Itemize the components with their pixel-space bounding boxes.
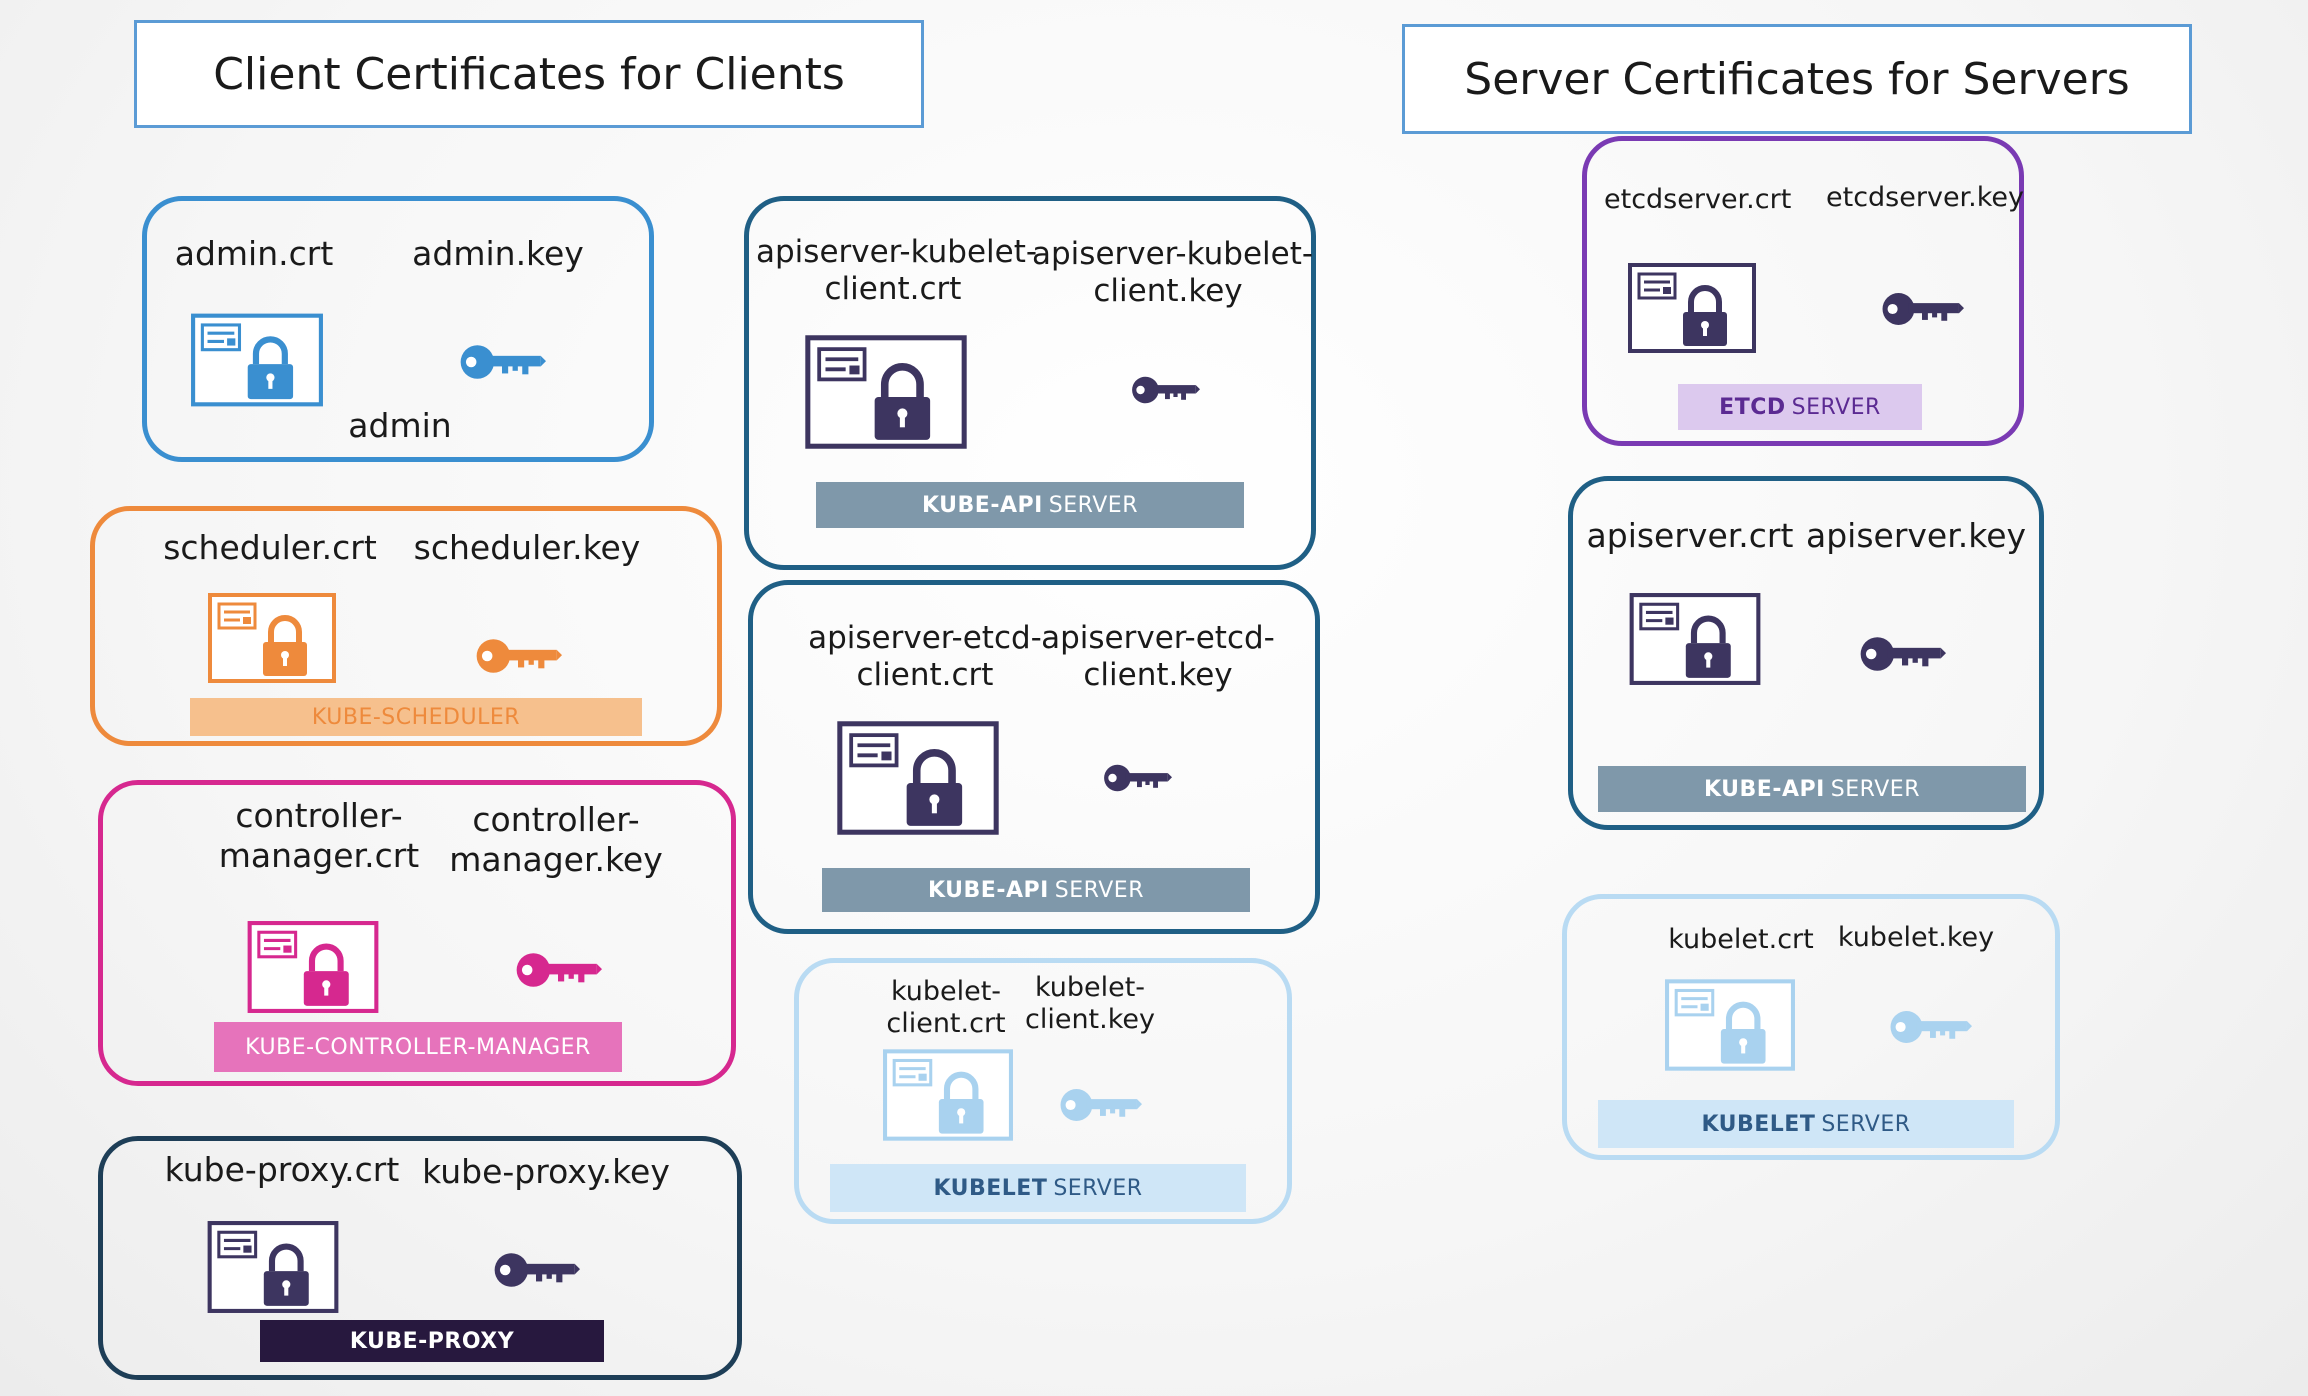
controller-crt-line2: manager.crt bbox=[218, 835, 420, 875]
kube-proxy-banner-text: KUBE-PROXY bbox=[349, 1328, 515, 1354]
controller-manager-key-icon bbox=[514, 948, 602, 992]
apiserver-etcd-key-line1: apiserver-etcd- bbox=[1041, 620, 1275, 656]
apiserver-etcd-client-crt-label: apiserver-etcd- client.crt bbox=[800, 620, 1050, 694]
kube-proxy-key-icon bbox=[492, 1248, 580, 1292]
client-certificates-title: Client Certificates for Clients bbox=[134, 20, 924, 128]
scheduler-key-label: scheduler.key bbox=[413, 528, 641, 567]
kubelet-client-key-line1: kubelet- bbox=[1034, 972, 1146, 1003]
controller-manager-certificate-icon bbox=[246, 920, 380, 1014]
kubelet-client-crt-label: kubelet- client.crt bbox=[880, 976, 1012, 1041]
kubelet-server-banner-rest: SERVER bbox=[1821, 1111, 1911, 1137]
kubelet-server-certificate-icon bbox=[1664, 978, 1796, 1072]
apiserver-kubelet-client-certificate-icon bbox=[804, 334, 968, 450]
kubelet-client-key-line2: client.key bbox=[1024, 1004, 1155, 1036]
apiserver-kubelet-key-line1: apiserver-kubelet- bbox=[1032, 236, 1314, 272]
admin-crt-label: admin.crt bbox=[174, 234, 334, 273]
apiserver-kubelet-client-group bbox=[744, 196, 1316, 570]
apiserver-etcd-client-group bbox=[748, 580, 1320, 934]
apiserver-server-banner-rest: SERVER bbox=[1830, 776, 1920, 802]
kubelet-server-key-icon bbox=[1886, 1006, 1974, 1048]
apiserver-etcd-crt-line1: apiserver-etcd- bbox=[808, 620, 1042, 656]
admin-name-label: admin bbox=[348, 406, 452, 445]
kube-controller-manager-banner: KUBE-CONTROLLER-MANAGER bbox=[214, 1022, 622, 1072]
apiserver-etcd-client-key-icon bbox=[1102, 760, 1172, 796]
scheduler-group bbox=[90, 506, 722, 746]
kubelet-server-key-label: kubelet.key bbox=[1837, 922, 1995, 953]
kubelet-server-banner-bold: KUBELET bbox=[1701, 1111, 1816, 1137]
kubelet-client-certificate-icon bbox=[882, 1048, 1014, 1142]
apiserver-server-group bbox=[1568, 476, 2044, 830]
apiserver-kubelet-client-crt-label: apiserver-kubelet- client.crt bbox=[756, 234, 1038, 308]
etcd-server-banner-rest: SERVER bbox=[1791, 394, 1881, 420]
kube-proxy-group bbox=[98, 1136, 742, 1380]
apiserver-etcd-crt-line2: client.crt bbox=[856, 657, 994, 694]
etcd-server-group bbox=[1582, 136, 2024, 446]
etcd-server-banner: ETCD SERVER bbox=[1678, 384, 1922, 430]
apiserver-server-kube-api-banner: KUBE-API SERVER bbox=[1598, 766, 2026, 812]
etcd-server-certificate-icon bbox=[1626, 262, 1758, 354]
etcd-server-key-label: etcdserver.key bbox=[1826, 182, 2025, 213]
controller-key-line1: controller- bbox=[472, 800, 640, 839]
controller-key-line2: manager.key bbox=[449, 839, 663, 879]
etcd-server-crt-label: etcdserver.crt bbox=[1604, 184, 1792, 215]
admin-group bbox=[142, 196, 654, 462]
apiserver-etcd-banner-rest: SERVER bbox=[1054, 877, 1144, 903]
apiserver-kubelet-client-key-icon bbox=[1130, 372, 1200, 408]
admin-key-icon bbox=[458, 340, 546, 384]
apiserver-server-certificate-icon bbox=[1628, 592, 1762, 686]
kubelet-server-crt-label: kubelet.crt bbox=[1668, 924, 1814, 955]
kube-proxy-key-label: kube-proxy.key bbox=[422, 1152, 670, 1191]
apiserver-etcd-key-line2: client.key bbox=[1083, 657, 1233, 694]
kube-proxy-banner: KUBE-PROXY bbox=[260, 1320, 604, 1362]
kube-scheduler-banner-text: KUBE-SCHEDULER bbox=[311, 704, 521, 730]
scheduler-crt-label: scheduler.crt bbox=[163, 528, 377, 567]
controller-manager-group bbox=[98, 780, 736, 1086]
admin-key-label: admin.key bbox=[412, 234, 584, 273]
kube-proxy-certificate-icon bbox=[206, 1220, 340, 1314]
apiserver-kubelet-banner-rest: SERVER bbox=[1048, 492, 1138, 518]
kubelet-client-banner-rest: SERVER bbox=[1053, 1175, 1143, 1201]
controller-manager-crt-label: controller- manager.crt bbox=[206, 796, 432, 875]
kubelet-server-banner: KUBELET SERVER bbox=[1598, 1100, 2014, 1148]
controller-manager-key-label: controller- manager.key bbox=[448, 800, 664, 879]
kubelet-client-crt-line1: kubelet- bbox=[890, 976, 1002, 1007]
kubelet-client-group bbox=[794, 958, 1292, 1224]
admin-certificate-icon bbox=[190, 312, 324, 408]
server-certificates-title: Server Certificates for Servers bbox=[1402, 24, 2192, 134]
apiserver-server-key-label: apiserver.key bbox=[1806, 516, 2027, 555]
kubelet-client-kubelet-banner: KUBELET SERVER bbox=[830, 1164, 1246, 1212]
etcd-server-banner-bold: ETCD bbox=[1719, 394, 1786, 420]
client-title-text: Client Certificates for Clients bbox=[213, 48, 845, 100]
kubelet-client-key-label: kubelet- client.key bbox=[1024, 972, 1156, 1037]
apiserver-kubelet-banner-bold: KUBE-API bbox=[922, 492, 1043, 518]
kubelet-client-banner-bold: KUBELET bbox=[933, 1175, 1048, 1201]
etcd-server-key-icon bbox=[1878, 288, 1966, 330]
apiserver-etcd-client-key-label: apiserver-etcd- client.key bbox=[1036, 620, 1280, 694]
kubelet-server-group bbox=[1562, 894, 2060, 1160]
apiserver-etcd-banner-bold: KUBE-API bbox=[928, 877, 1049, 903]
apiserver-kubelet-crt-line1: apiserver-kubelet- bbox=[756, 234, 1038, 270]
kube-proxy-crt-label: kube-proxy.crt bbox=[164, 1150, 400, 1189]
apiserver-server-banner-bold: KUBE-API bbox=[1704, 776, 1825, 802]
server-title-text: Server Certificates for Servers bbox=[1464, 53, 2130, 105]
controller-crt-line1: controller- bbox=[235, 796, 403, 835]
kubelet-client-crt-line2: client.crt bbox=[886, 1008, 1006, 1040]
apiserver-kubelet-kube-api-banner: KUBE-API SERVER bbox=[816, 482, 1244, 528]
kube-controller-manager-banner-text: KUBE-CONTROLLER-MANAGER bbox=[245, 1034, 591, 1060]
apiserver-etcd-client-certificate-icon bbox=[836, 720, 1000, 836]
apiserver-kubelet-crt-line2: client.crt bbox=[824, 271, 962, 308]
kube-scheduler-banner: KUBE-SCHEDULER bbox=[190, 698, 642, 736]
apiserver-kubelet-client-key-label: apiserver-kubelet- client.key bbox=[1032, 236, 1314, 310]
scheduler-key-icon bbox=[474, 634, 562, 678]
apiserver-kubelet-key-line2: client.key bbox=[1093, 273, 1243, 310]
apiserver-server-key-icon bbox=[1858, 632, 1946, 676]
apiserver-etcd-kube-api-banner: KUBE-API SERVER bbox=[822, 868, 1250, 912]
apiserver-server-crt-label: apiserver.crt bbox=[1586, 516, 1794, 555]
scheduler-certificate-icon bbox=[206, 592, 338, 684]
kubelet-client-key-icon bbox=[1056, 1084, 1144, 1126]
